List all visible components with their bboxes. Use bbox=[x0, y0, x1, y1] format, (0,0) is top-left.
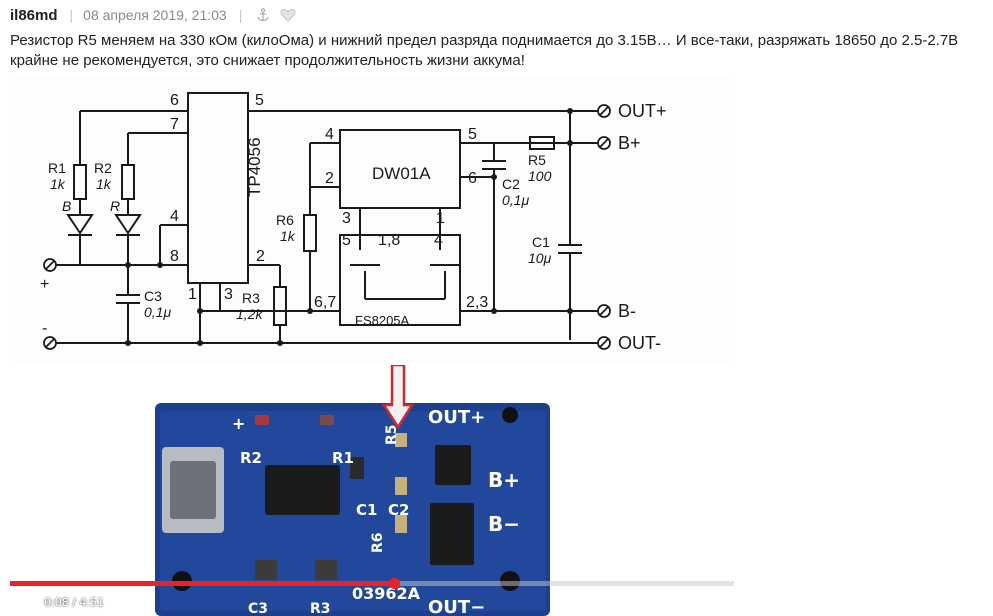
terminal-in-minus: - bbox=[42, 320, 47, 337]
r5-label: R5 bbox=[528, 152, 546, 168]
pin-label: 4 bbox=[434, 232, 443, 249]
tp4056-chip bbox=[265, 465, 340, 515]
c1-label: C1 bbox=[532, 234, 550, 250]
pin-label: 5 bbox=[255, 92, 264, 109]
pin-label: 4 bbox=[170, 208, 179, 225]
pin-label: 2 bbox=[325, 170, 334, 187]
pcb-label-r2: R2 bbox=[240, 449, 262, 467]
pin-label: 6 bbox=[468, 170, 477, 187]
video-time: 0:08 / 4:51 bbox=[44, 596, 105, 609]
terminal-in-plus: + bbox=[40, 276, 49, 293]
terminal-b-plus: B+ bbox=[618, 133, 641, 153]
pcb-label-c3: C3 bbox=[248, 601, 268, 616]
pin-label: 1 bbox=[436, 210, 445, 227]
c2-label: C2 bbox=[502, 176, 520, 192]
pcb-label-c2: C2 bbox=[388, 501, 409, 519]
pin-label: 2 bbox=[256, 248, 265, 265]
dw01a-chip bbox=[435, 445, 471, 485]
c3-label: C3 bbox=[144, 288, 162, 304]
pin-label: 6 bbox=[170, 92, 179, 109]
pin-label: 8 bbox=[170, 248, 179, 265]
video-progress-bar[interactable] bbox=[10, 578, 734, 589]
r6-value: 1k bbox=[280, 228, 296, 244]
video-progress-handle[interactable] bbox=[388, 578, 400, 589]
comment-text: Резистор R5 меняем на 330 кОм (килоОма) … bbox=[10, 32, 959, 69]
pin-label: 4 bbox=[325, 126, 334, 143]
pcb-label-r1: R1 bbox=[332, 449, 354, 467]
pcb-label-out-minus: OUT− bbox=[428, 597, 485, 616]
pcb-label-r3: R3 bbox=[310, 601, 331, 616]
pin-label: 5 bbox=[342, 232, 351, 249]
comment-author[interactable]: il86md bbox=[10, 6, 58, 24]
c3-value: 0,1μ bbox=[144, 304, 171, 320]
pin-label: 1 bbox=[188, 286, 197, 303]
pointer-arrow-icon bbox=[381, 363, 415, 430]
r3-value: 1,2k bbox=[236, 306, 263, 322]
pcb-label-code: 03962A bbox=[352, 584, 421, 603]
heart-icon[interactable] bbox=[280, 8, 296, 22]
video-controls: 0:08 / 4:51 bbox=[10, 589, 104, 616]
led-b-label: B bbox=[62, 198, 71, 214]
pcb-photo: OUT+ B+ B− OUT− R5 R2 R1 C1 C2 R6 C3 R3 … bbox=[10, 363, 734, 616]
comment-header: il86md | 08 апреля 2019, 21:03 | bbox=[10, 4, 296, 26]
r2-label: R2 bbox=[94, 160, 112, 176]
video-current-time: 0:08 bbox=[44, 596, 69, 609]
pin-label: 3 bbox=[224, 286, 233, 303]
pcb-label-r6: R6 bbox=[370, 532, 386, 553]
c2-value: 0,1μ bbox=[502, 192, 529, 208]
pcb-label-b-plus: B+ bbox=[488, 468, 520, 492]
chip-fs8205a: FS8205A bbox=[355, 313, 410, 328]
header-separator: | bbox=[69, 7, 74, 23]
volume-icon[interactable] bbox=[16, 593, 38, 613]
pcb-label-r5: R5 bbox=[384, 424, 400, 445]
anchor-icon[interactable] bbox=[256, 8, 270, 22]
c1-value: 10μ bbox=[528, 250, 552, 266]
r1-label: R1 bbox=[48, 160, 66, 176]
pin-label: 1,8 bbox=[378, 232, 400, 249]
r5-value: 100 bbox=[528, 168, 552, 184]
video-progress-fill bbox=[10, 581, 394, 586]
pin-label: 7 bbox=[170, 116, 179, 133]
pcb-label-plus: + bbox=[232, 414, 245, 433]
pcb-label-out-plus: OUT+ bbox=[428, 407, 485, 428]
pcb-label-b-minus: B− bbox=[488, 512, 520, 536]
pin-label: 3 bbox=[342, 210, 351, 227]
pcb-label-c1: C1 bbox=[356, 501, 377, 519]
terminal-out-minus: OUT- bbox=[618, 333, 661, 353]
video-duration: 4:51 bbox=[79, 596, 105, 609]
chip-tp4056: TP4056 bbox=[245, 137, 264, 197]
comment-date[interactable]: 08 апреля 2019, 21:03 bbox=[83, 7, 227, 23]
pin-label: 5 bbox=[468, 126, 477, 143]
r3-label: R3 bbox=[242, 290, 260, 306]
pin-label: 6,7 bbox=[314, 294, 336, 311]
header-separator-2: | bbox=[238, 7, 243, 23]
chip-dw01a: DW01A bbox=[372, 164, 431, 183]
terminal-out-plus: OUT+ bbox=[618, 101, 667, 121]
fs8205a-chip bbox=[430, 503, 474, 565]
video-watermark: MYSKU.ru bbox=[601, 567, 714, 592]
r2-value: 1k bbox=[96, 176, 112, 192]
pin-label: 2,3 bbox=[466, 294, 488, 311]
led-r-label: R bbox=[110, 198, 120, 214]
schematic-image: TP4056 DW01A FS8205A 6 5 7 4 8 2 1 3 4 5… bbox=[10, 75, 734, 365]
r1-value: 1k bbox=[50, 176, 66, 192]
r6-label: R6 bbox=[276, 212, 294, 228]
embedded-video[interactable]: TP4056 DW01A FS8205A 6 5 7 4 8 2 1 3 4 5… bbox=[10, 75, 734, 616]
terminal-b-minus: B- bbox=[618, 301, 636, 321]
